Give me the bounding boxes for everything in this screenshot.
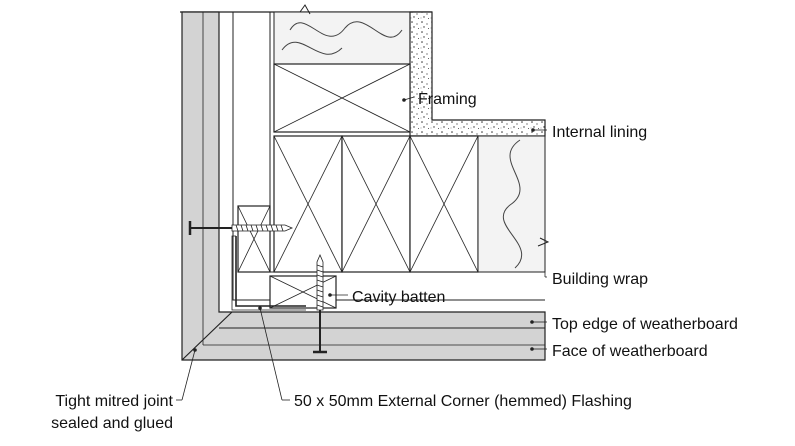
corner-flashing — [235, 236, 306, 307]
leader-framing — [402, 96, 415, 102]
vertical-nail — [313, 253, 327, 354]
internal-lining — [409, 11, 546, 137]
label-framing: Framing — [418, 91, 477, 108]
corner-flashing-hem — [231, 235, 306, 311]
leader-building-wrap — [544, 272, 547, 278]
label-mitre-line1: Tight mitred joint — [55, 393, 173, 410]
framing-stud-3-cross-2 — [409, 135, 479, 273]
insulation-right-wave — [502, 139, 523, 269]
insulation-top-wave — [289, 21, 403, 38]
cavity-batten-vertical-cross-2 — [237, 205, 271, 273]
label-mitre-line2: sealed and glued — [51, 415, 173, 432]
mitre-joint-line — [181, 311, 233, 361]
framing-stud-1-cross-2 — [273, 135, 343, 273]
cavity-batten-horizontal-cross-2 — [269, 275, 337, 309]
break-mark-right — [537, 237, 550, 247]
leader-internal-lining — [531, 128, 547, 132]
break-mark-top — [299, 4, 311, 15]
label-cavity-batten: Cavity batten — [352, 289, 445, 306]
cavity-outline — [232, 12, 545, 301]
horizontal-nail — [188, 221, 294, 235]
leader-mitre — [176, 348, 197, 401]
label-internal-lining: Internal lining — [552, 124, 647, 141]
framing-stud-top-cross-2 — [273, 63, 411, 133]
insulation-top-wave-2 — [281, 41, 343, 55]
insulation-top — [273, 11, 411, 65]
label-face: Face of weatherboard — [552, 343, 708, 360]
leader-top-edge — [530, 320, 547, 324]
leader-flashing — [258, 306, 290, 401]
label-top-edge: Top edge of weatherboard — [552, 316, 738, 333]
label-flashing: 50 x 50mm External Corner (hemmed) Flash… — [294, 393, 632, 410]
framing-stud-2-cross-2 — [341, 135, 411, 273]
leader-cavity-batten — [328, 293, 348, 297]
leader-face — [530, 347, 547, 351]
label-building-wrap: Building wrap — [552, 271, 648, 288]
